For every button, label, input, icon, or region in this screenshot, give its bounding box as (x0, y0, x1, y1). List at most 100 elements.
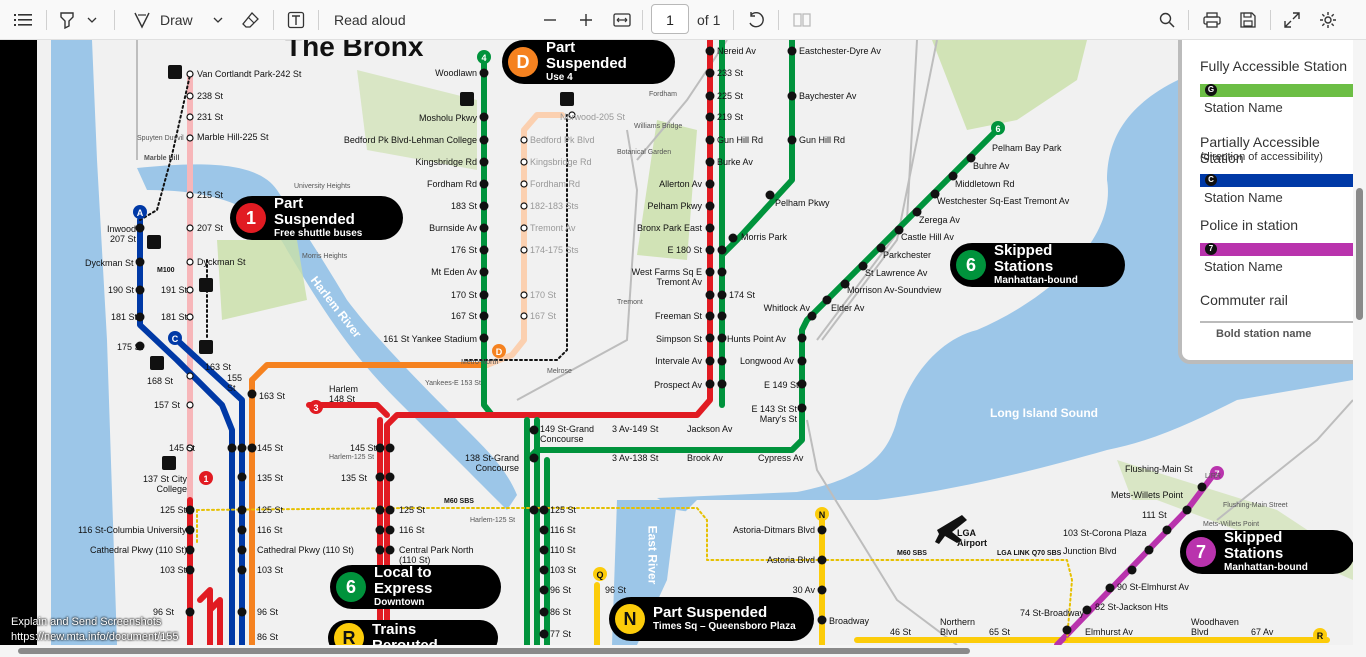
station-label[interactable]: Marble Hill-225 St (197, 132, 269, 142)
service-alert-r[interactable]: R Trains Rerouted (328, 620, 498, 645)
station-label[interactable]: 3 Av-149 St (612, 424, 659, 434)
chevron-down-icon[interactable] (210, 0, 226, 40)
vertical-scrollbar[interactable] (1353, 40, 1366, 645)
station-label[interactable]: Burke Av (717, 157, 753, 167)
station-label[interactable]: Mets-Willets Point (1111, 490, 1184, 500)
station-label[interactable]: Gun Hill Rd (717, 135, 764, 145)
station-label[interactable]: 145 St (257, 443, 284, 453)
station-label[interactable]: Pelham Pkwy (647, 201, 702, 211)
station-label[interactable]: 155 St (227, 373, 243, 393)
station-label[interactable]: 215 St (197, 190, 224, 200)
station-label[interactable]: Flushing-Main St (1125, 464, 1193, 474)
station-label[interactable]: 145 St (169, 443, 196, 453)
station-label[interactable]: Prospect Av (654, 380, 702, 390)
station-label[interactable]: Inwood 207 St (106, 224, 136, 244)
station-label[interactable]: 168 St (147, 376, 174, 386)
station-label[interactable]: Harlem 148 St (329, 384, 359, 404)
station-label[interactable]: Morris Park (741, 232, 788, 242)
station-label[interactable]: 161 St Yankee Stadium (383, 334, 477, 344)
station-label[interactable]: 125 St (399, 505, 426, 515)
station-label[interactable]: 103 St-Corona Plaza (1063, 528, 1147, 538)
print-icon[interactable] (1200, 0, 1224, 40)
station-label[interactable]: Woodhaven Blvd (1191, 617, 1239, 637)
station-label[interactable]: Castle Hill Av (901, 232, 954, 242)
station-label[interactable]: 96 St (605, 585, 627, 595)
station-label[interactable]: E 143 St St Mary's St (751, 404, 797, 424)
search-icon[interactable] (1155, 0, 1179, 40)
station-label[interactable]: 116 St (399, 525, 425, 535)
highlight-icon[interactable] (56, 0, 78, 40)
station-label[interactable]: 163 St (205, 362, 232, 372)
station-label[interactable]: Astoria Blvd (766, 555, 815, 565)
station-label[interactable]: West Farms Sq E Tremont Av (631, 267, 702, 287)
station-label[interactable]: 103 St (550, 565, 577, 575)
station-label[interactable]: 231 St (197, 112, 224, 122)
station-label[interactable]: 135 St (341, 473, 368, 483)
station-label[interactable]: 103 St (257, 565, 284, 575)
station-label[interactable]: 137 St City College (142, 474, 187, 494)
fullscreen-icon[interactable] (1280, 0, 1304, 40)
station-label[interactable]: 74 St-Broadway (1020, 608, 1085, 618)
station-label[interactable]: 174-175 Sts (530, 245, 579, 255)
station-label[interactable]: 125 St (160, 505, 187, 515)
station-label[interactable]: Junction Blvd (1063, 546, 1117, 556)
station-label[interactable]: Burnside Av (429, 223, 477, 233)
station-label[interactable]: E 149 St (764, 380, 799, 390)
station-label[interactable]: Morrison Av-Soundview (847, 285, 942, 295)
contents-icon[interactable] (10, 0, 36, 40)
station-label[interactable]: 110 St (550, 545, 576, 555)
station-label[interactable]: St Lawrence Av (865, 268, 928, 278)
chevron-down-icon[interactable] (84, 0, 100, 40)
station-label[interactable]: 30 Av (792, 585, 815, 595)
rotate-icon[interactable] (744, 0, 768, 40)
draw-icon[interactable] (130, 0, 154, 40)
station-label[interactable]: Parkchester (883, 250, 932, 260)
station-label[interactable]: 149 St-Grand Concourse (540, 424, 595, 444)
station-label[interactable]: 183 St (450, 201, 477, 211)
station-label[interactable]: Elder Av (831, 303, 865, 313)
station-label[interactable]: 111 St (1142, 510, 1167, 520)
station-label[interactable]: 125 St (550, 505, 577, 515)
station-label[interactable]: 3 Av-138 St (612, 453, 659, 463)
station-label[interactable]: E 180 St (667, 245, 702, 255)
read-aloud-button[interactable]: Read aloud (334, 12, 406, 28)
station-label[interactable]: 163 St (259, 391, 286, 401)
overlay-url[interactable]: https://new.mta.info/document/155 (11, 631, 179, 643)
station-label[interactable]: Astoria-Ditmars Blvd (732, 525, 815, 535)
station-label[interactable]: Mosholu Pkwy (418, 113, 477, 123)
eraser-icon[interactable] (239, 0, 263, 40)
station-label[interactable]: Woodlawn (435, 68, 477, 78)
station-label[interactable]: Fordham Rd (530, 179, 581, 189)
station-label[interactable]: 182-183 Sts (530, 201, 579, 211)
station-label[interactable]: Jackson Av (687, 424, 733, 434)
overlay-explain[interactable]: Explain and Send Screenshots (11, 616, 162, 628)
station-label[interactable]: Whitlock Av (763, 303, 810, 313)
station-label[interactable]: 167 St (530, 311, 557, 321)
station-label[interactable]: Pelham Bay Park (992, 143, 1062, 153)
station-label[interactable]: 86 St (257, 632, 279, 642)
station-label[interactable]: Northern Blvd (940, 617, 976, 637)
horizontal-scrollbar[interactable] (0, 645, 1366, 657)
station-label[interactable]: Hunts Point Av (727, 334, 786, 344)
station-label[interactable]: Bedford Pk Blvd (530, 135, 595, 145)
station-label[interactable]: 238 St (197, 91, 224, 101)
station-label[interactable]: 157 St (154, 400, 181, 410)
zoom-in-icon[interactable] (576, 0, 596, 40)
station-label[interactable]: Middletown Rd (955, 179, 1015, 189)
station-label[interactable]: Dyckman St (197, 257, 246, 267)
station-label[interactable]: 116 St (257, 525, 283, 535)
station-label[interactable]: 207 St (197, 223, 224, 233)
page-number-input[interactable]: 1 (651, 4, 689, 34)
station-label[interactable]: 174 St (729, 290, 756, 300)
station-label[interactable]: 219 St (717, 112, 744, 122)
station-label[interactable]: 116 St-Columbia University (78, 525, 187, 535)
station-label[interactable]: 181 St (111, 312, 138, 322)
station-label[interactable]: 103 St (160, 565, 187, 575)
station-label[interactable]: 233 St (717, 68, 744, 78)
station-label[interactable]: Kingsbridge Rd (530, 157, 592, 167)
zoom-out-icon[interactable] (540, 0, 560, 40)
station-label[interactable]: 125 St (257, 505, 284, 515)
station-label[interactable]: 191 St (161, 285, 188, 295)
